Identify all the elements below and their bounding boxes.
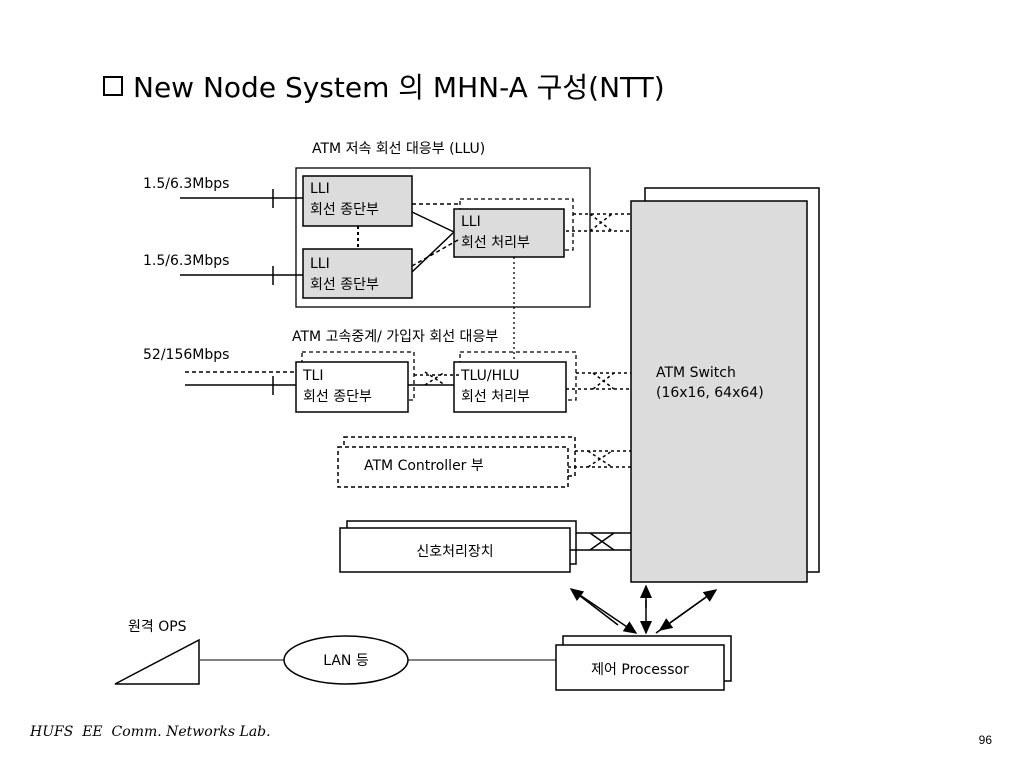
tlu-hlu-processing-block: TLU/HLU 회선 처리부	[453, 351, 577, 413]
rate-label-2: 1.5/6.3Mbps	[143, 253, 229, 269]
input-line-3	[185, 371, 296, 395]
lli-term-to-proc-links	[411, 203, 459, 273]
lli-term1-line1: LLI	[310, 181, 330, 197]
lli-termination-block-2: LLI 회선 종단부	[302, 248, 413, 299]
tli-term-line1: TLI	[302, 368, 323, 384]
footer-lab-name: HUFS EE Comm. Networks Lab.	[30, 724, 271, 740]
atm-controller-block: ATM Controller 부	[337, 436, 576, 488]
signal-processing-unit-block: 신호처리장치	[339, 520, 577, 573]
lli-term1-line2: 회선 종단부	[310, 202, 379, 218]
switch-cross-link-tlu	[566, 372, 631, 390]
lli-processing-block: LLI 회선 처리부	[453, 198, 574, 258]
lli-termination-block-1: LLI 회선 종단부	[302, 175, 413, 227]
lan-node: LAN 등	[283, 635, 409, 685]
lli-term2-line1: LLI	[310, 256, 330, 272]
llu-group-box	[295, 167, 591, 308]
remote-ops-label: 원격 OPS	[128, 619, 187, 635]
input-line-1	[180, 189, 303, 208]
remote-ops-terminal: 원격 OPS	[114, 619, 200, 685]
tlu-proc-line1: TLU/HLU	[460, 368, 520, 384]
input-line-2	[180, 266, 303, 285]
atm-controller-label: ATM Controller 부	[364, 458, 484, 474]
tlu-group-label: ATM 고속중계/ 가입자 회선 대응부	[292, 329, 498, 345]
atm-switch-line1: ATM Switch	[656, 365, 736, 381]
switch-cross-link-llu	[566, 213, 631, 232]
tli-termination-block: TLI 회선 종단부	[295, 351, 415, 413]
lan-label: LAN 등	[323, 653, 369, 669]
rate-label-1: 1.5/6.3Mbps	[143, 176, 229, 192]
tlu-proc-line2: 회선 처리부	[461, 389, 530, 405]
llu-group-label: ATM 저속 회선 대응부 (LLU)	[312, 141, 485, 157]
lli-term2-line2: 회선 종단부	[310, 277, 379, 293]
processor-label: 제어 Processor	[591, 662, 689, 678]
signal-unit-label: 신호처리장치	[416, 544, 493, 560]
lli-proc-line1: LLI	[461, 214, 481, 230]
tli-tlu-cross-link	[408, 371, 460, 386]
processor-switch-arrows	[569, 584, 718, 635]
switch-cross-link-controller	[568, 450, 631, 468]
rate-label-3: 52/156Mbps	[143, 347, 229, 363]
page-number: 96	[978, 733, 992, 747]
switch-cross-link-signal	[570, 532, 631, 551]
control-processor-block: 제어 Processor	[555, 635, 732, 691]
slide-title: New Node System 의 MHN-A 구성(NTT)	[103, 66, 665, 106]
lli-proc-line2: 회선 처리부	[461, 235, 530, 251]
square-bullet-icon	[103, 76, 123, 96]
atm-switch-block: ATM Switch (16x16, 64x64)	[630, 187, 820, 583]
atm-switch-line2: (16x16, 64x64)	[656, 385, 764, 401]
tli-term-line2: 회선 종단부	[303, 389, 372, 405]
slide-title-text: New Node System 의 MHN-A 구성(NTT)	[133, 71, 665, 104]
